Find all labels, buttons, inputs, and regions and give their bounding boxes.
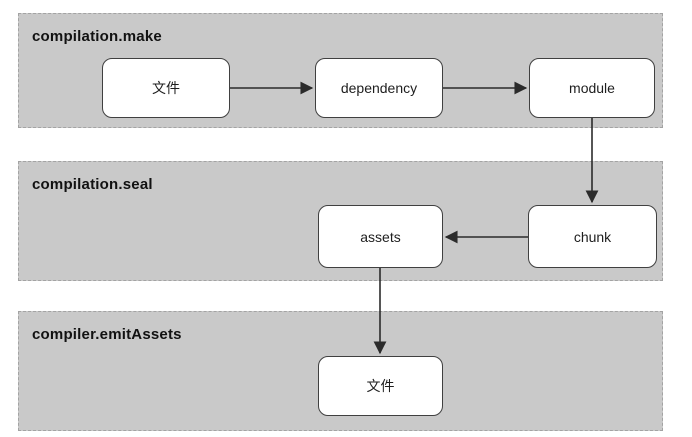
- node-module: module: [529, 58, 655, 118]
- node-module-label: module: [569, 80, 615, 96]
- node-assets: assets: [318, 205, 443, 268]
- node-file-output-label: 文件: [366, 378, 395, 394]
- node-assets-label: assets: [360, 228, 401, 245]
- node-dependency: dependency: [315, 58, 443, 118]
- node-chunk: chunk: [528, 205, 657, 268]
- band-title-compilation-make: compilation.make: [32, 28, 162, 45]
- band-title-compilation-seal: compilation.seal: [32, 176, 153, 193]
- node-file-source-label: 文件: [152, 80, 180, 96]
- node-dependency-label: dependency: [340, 80, 418, 96]
- node-file-source: 文件: [102, 58, 230, 118]
- node-file-output: 文件: [318, 356, 443, 416]
- node-chunk-label: chunk: [573, 228, 612, 245]
- band-title-compiler-emitassets: compiler.emitAssets: [32, 326, 182, 343]
